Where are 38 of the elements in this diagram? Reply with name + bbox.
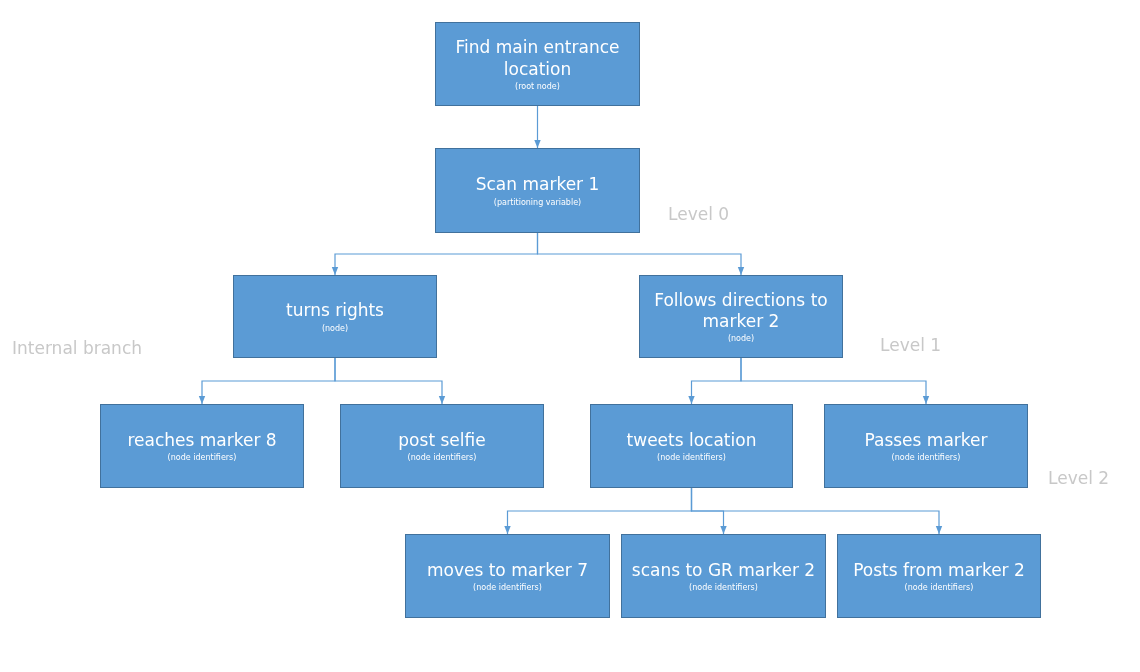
connector-arrow [740,357,930,405]
node-note: (node identifiers) [689,583,758,593]
process-box [340,404,544,488]
node-title: Passes marker [864,429,988,452]
node-note: (node) [321,323,349,333]
connector-arrow [334,357,446,405]
process-box [435,148,640,233]
process-box [590,404,793,488]
node-title: reaches marker 8 [127,429,277,452]
process-box [233,275,437,358]
node-title: tweets location [626,429,757,452]
node-title: post selfie [398,429,486,452]
process-box [824,404,1028,488]
process-box [621,534,826,618]
node-note: (node identifiers) [167,453,237,463]
node-title: Scan marker 1 [475,174,600,196]
node-title: scans to GR marker 2 [631,559,816,582]
node-note: (node identifiers) [891,453,961,463]
node-title: turns rights [286,300,384,322]
node-title: Follows directions to marker 2 [653,289,829,333]
node-title: Posts from marker 2 [853,559,1025,582]
node-title: Find main entrance location [454,37,621,80]
connector-arrow [690,487,943,535]
node-note: (node identifiers) [407,453,477,463]
node-note: (node identifiers) [657,453,726,463]
process-box [405,534,610,618]
node-note: (node) [727,334,755,344]
node-title: moves to marker 7 [426,559,589,582]
node-note: (node identifiers) [904,583,974,593]
process-box [435,22,640,106]
node-note: (partitioning variable) [493,197,582,207]
connector-arrow [536,232,745,276]
process-box [100,404,304,488]
node-note: (node identifiers) [473,583,542,593]
process-box [639,275,843,358]
node-note: (root node) [515,81,560,91]
connector-arrow [534,105,541,149]
process-box [837,534,1041,618]
